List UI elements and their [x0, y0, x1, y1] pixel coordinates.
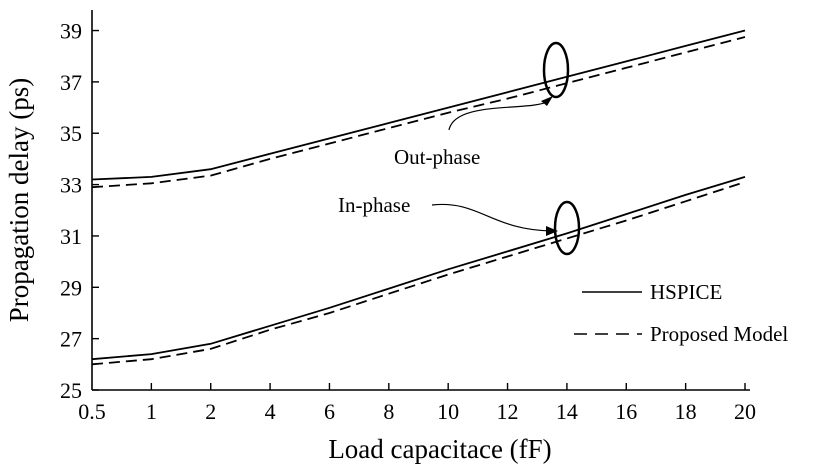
y-tick-label: 29: [60, 275, 82, 300]
y-ticks: 25 27 29 31 33 35 37 39: [60, 19, 99, 403]
annotation-in-phase: In-phase: [338, 193, 410, 217]
out-phase-arrowhead-icon: [541, 96, 553, 106]
plot-lines: [91, 29, 746, 366]
x-tick-label: 18: [675, 399, 697, 424]
legend-label-proposed-model: Proposed Model: [650, 322, 788, 346]
series-line-out-phase-proposed-model: [91, 36, 746, 189]
y-tick-label: 25: [60, 378, 82, 403]
series-line-in-phase-hspice: [91, 176, 746, 361]
x-tick-label: 0.5: [78, 399, 106, 424]
x-tick-label: 4: [265, 399, 276, 424]
x-tick-label: 1: [146, 399, 157, 424]
legend-label-hspice: HSPICE: [650, 280, 722, 304]
out-phase-marker-ellipse: [542, 41, 570, 99]
y-tick-label: 27: [60, 327, 82, 352]
x-tick-label: 20: [734, 399, 756, 424]
series-line-out-phase-hspice: [91, 29, 746, 181]
x-tick-label: 10: [437, 399, 459, 424]
in-phase-arrowhead-icon: [546, 226, 558, 236]
annotation-out-phase: Out-phase: [394, 145, 480, 169]
y-tick-label: 31: [60, 224, 82, 249]
out-phase-arrow: [448, 100, 550, 131]
y-tick-label: 33: [60, 173, 82, 198]
x-tick-label: 6: [324, 399, 335, 424]
x-tick-label: 2: [205, 399, 216, 424]
x-tick-label: 8: [383, 399, 394, 424]
x-tick-label: 16: [615, 399, 637, 424]
y-tick-label: 39: [60, 19, 82, 44]
series-line-in-phase-proposed-model: [91, 181, 746, 366]
y-axis-title: Propagation delay (ps): [4, 78, 34, 322]
x-tick-label: 14: [556, 399, 578, 424]
x-tick-label: 12: [497, 399, 519, 424]
in-phase-marker-ellipse: [553, 200, 581, 256]
in-phase-arrow: [431, 203, 554, 232]
y-tick-label: 35: [60, 121, 82, 146]
y-tick-label: 37: [60, 70, 82, 95]
x-axis-title: Load capacitace (fF): [328, 434, 551, 464]
